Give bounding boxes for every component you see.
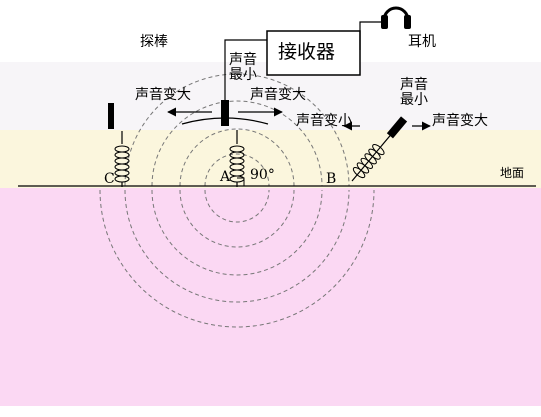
quietest-label-top: 声音最小: [229, 52, 257, 83]
earphone-icon: [381, 6, 411, 29]
probe-c: [108, 103, 130, 187]
background-band-yellow: [0, 130, 541, 188]
sound-wave-arcs: [99, 73, 375, 328]
receiver-to-probe-cable: [224, 39, 267, 104]
ground-label: 地面: [500, 166, 525, 180]
right-angle-mark: [237, 177, 245, 186]
background-band-pink: [0, 188, 541, 406]
angle-label: 90°: [250, 167, 275, 183]
receiver-box: [266, 30, 361, 76]
quieter-label-b: 声音变小: [296, 113, 352, 129]
louder-label-b: 声音变大: [432, 113, 488, 129]
point-a-label: A: [220, 169, 231, 185]
probe-label: 探棒: [140, 34, 168, 50]
probe-b: [351, 116, 408, 182]
receiver-label: 接收器: [278, 41, 336, 63]
louder-label-left: 声音变大: [135, 87, 191, 103]
louder-label-right: 声音变大: [250, 87, 306, 103]
receiver-to-earphone-cable: [359, 21, 384, 50]
point-b-label: B: [326, 171, 337, 187]
quietest-label-right: 声音最小: [400, 77, 428, 108]
earphone-label: 耳机: [408, 34, 436, 50]
point-c-label: C: [104, 171, 115, 187]
